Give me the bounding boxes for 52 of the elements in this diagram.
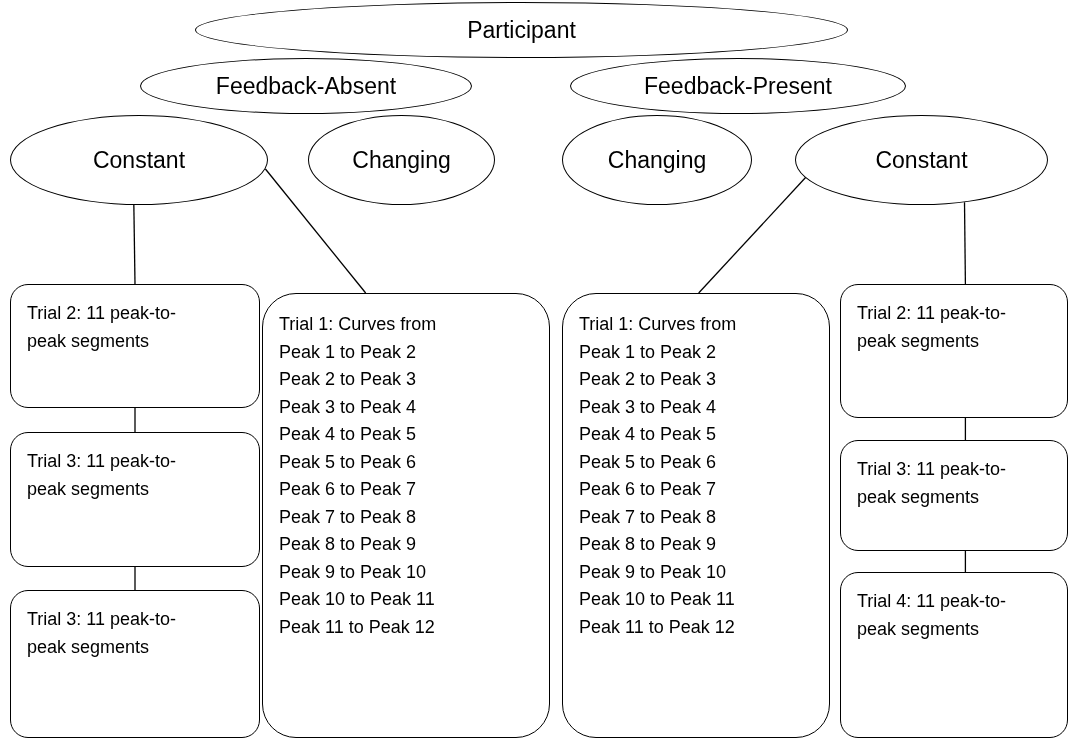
rounded-box [562,293,830,738]
connector-line [964,550,967,573]
rounded-box [10,284,260,408]
node-text: Peak 11 to Peak 12 [579,615,736,639]
node-text: Constant [875,146,968,174]
node-text: Trial 3: 11 peak-to-peak segments [27,450,178,501]
node-text: Peak 10 to Peak 11 [279,588,436,611]
node-text: Peak 3 to Peak 4 [279,395,418,419]
connector-line [134,566,136,591]
node-text: Trial 4: 11 peak-to-peak segments [857,590,1008,641]
node-text: Trial 2: 11 peak-to-peak segments [857,302,1008,353]
rounded-box [840,284,1068,418]
node-text: Peak 4 to Peak 5 [279,423,418,446]
connector-line [133,204,136,285]
node-text: Peak 3 to Peak 4 [579,395,718,419]
node-text: Constant [92,146,186,174]
rounded-box [262,293,550,738]
node-text: Feedback-Present [644,72,832,100]
node-text: Peak 6 to Peak 7 [579,478,718,501]
connector-line [134,407,136,433]
node-text: Peak 1 to Peak 2 [579,340,718,364]
node-text: Peak 2 to Peak 3 [279,368,418,391]
node-text: Peak 8 to Peak 9 [579,533,718,556]
node-text: Peak 6 to Peak 7 [279,478,418,501]
node-text: Peak 2 to Peak 3 [579,368,718,391]
node-text: Trial 1: Curves from [279,313,438,336]
connector-line [963,201,967,285]
rounded-box [840,440,1068,551]
connector-line [264,168,367,294]
node-text: Feedback-Absent [215,72,397,100]
rounded-box [10,432,260,567]
node-text: Peak 4 to Peak 5 [579,423,718,446]
node-text: Peak 1 to Peak 2 [279,340,418,364]
node-text: Peak 5 to Peak 6 [579,450,718,474]
rounded-box [10,590,260,738]
node-text: Peak 9 to Peak 10 [579,560,728,584]
node-text: Peak 8 to Peak 9 [279,533,418,556]
node-text: Trial 3: 11 peak-to-peak segments [857,458,1008,509]
node-text: Participant [467,16,576,44]
node-text: Peak 9 to Peak 10 [279,560,428,584]
node-text: Trial 3: 11 peak-to-peak segments [27,608,178,659]
node-text: Changing [607,146,707,174]
node-text: Peak 7 to Peak 8 [579,505,718,529]
node-text: Peak 10 to Peak 11 [579,588,736,611]
rounded-box [840,572,1068,738]
node-text: Peak 5 to Peak 6 [279,450,418,474]
node-text: Trial 2: 11 peak-to-peak segments [27,302,178,353]
node-text: Peak 11 to Peak 12 [279,615,436,639]
node-text: Peak 7 to Peak 8 [279,505,418,529]
connector-line [964,417,967,441]
node-text: Trial 1: Curves from [579,313,738,336]
node-text: Changing [352,146,451,174]
